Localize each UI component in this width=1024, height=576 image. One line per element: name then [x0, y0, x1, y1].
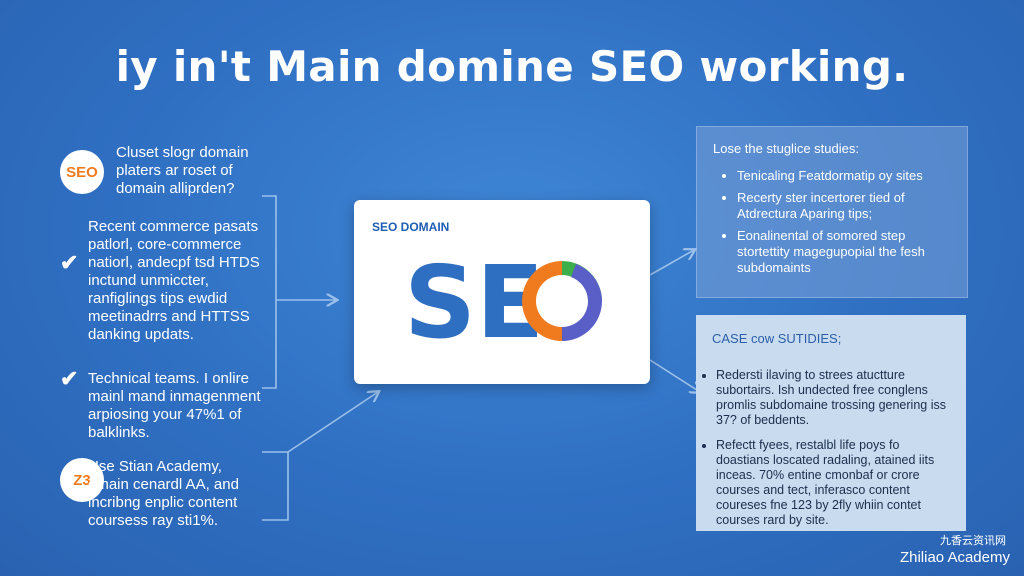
seo-domain-card: SEO DOMAIN SE: [354, 200, 650, 384]
left-item-text: Recent commerce pasats patlorl, core-com…: [88, 218, 260, 343]
case-studies-list: Redersti ilaving to strees atuctture sub…: [696, 368, 966, 528]
left-item-4: Use Stian Academy, omain cenardl AA, and…: [88, 458, 266, 530]
case-studies-panel: CASE cow SUTIDIES; Redersti ilaving to s…: [696, 315, 966, 531]
case-studies-heading: CASE cow SUTIDIES;: [712, 331, 842, 346]
list-item: Eonalinental of somored step stortettity…: [737, 228, 957, 276]
seo-logo-text: SE: [404, 245, 544, 355]
list-item: Recerty ster incertorer tied of Atdrectu…: [737, 190, 957, 222]
z3-badge-icon: Z3: [60, 458, 104, 502]
check-icon: ✔: [60, 366, 79, 391]
left-item-1: Cluset slogr domain platers ar roset of …: [116, 144, 266, 198]
seo-badge-icon: SEO: [60, 150, 104, 194]
page-title: iy in't Main domine SEO working.: [115, 42, 909, 91]
watermark-cn: 九香云资讯网: [940, 535, 1006, 547]
left-item-text: Use Stian Academy, omain cenardl AA, and…: [88, 458, 239, 529]
list-item: Tenicaling Featdormatip oy sites: [737, 168, 957, 184]
check-icon: ✔: [60, 250, 79, 275]
studies-list: Tenicaling Featdormatip oy sites Recerty…: [697, 168, 967, 276]
seo-logo-icon: SE: [404, 245, 602, 355]
card-label: SEO DOMAIN: [372, 220, 450, 234]
left-item-text: Technical teams. I onlire mainl mand inm…: [88, 370, 261, 441]
left-item-3: Technical teams. I onlire mainl mand inm…: [88, 370, 264, 442]
studies-panel: Lose the stuglice studies: Tenicaling Fe…: [696, 126, 968, 298]
watermark-logo: Zhiliao Academy: [899, 549, 1010, 566]
studies-heading: Lose the stuglice studies:: [713, 141, 859, 156]
list-item: Refectt fyees, restalbl life poys fo doa…: [716, 438, 956, 528]
left-item-2: Recent commerce pasats patlorl, core-com…: [88, 218, 264, 344]
list-item: Redersti ilaving to strees atuctture sub…: [716, 368, 956, 428]
left-item-text: Cluset slogr domain platers ar roset of …: [116, 144, 249, 197]
